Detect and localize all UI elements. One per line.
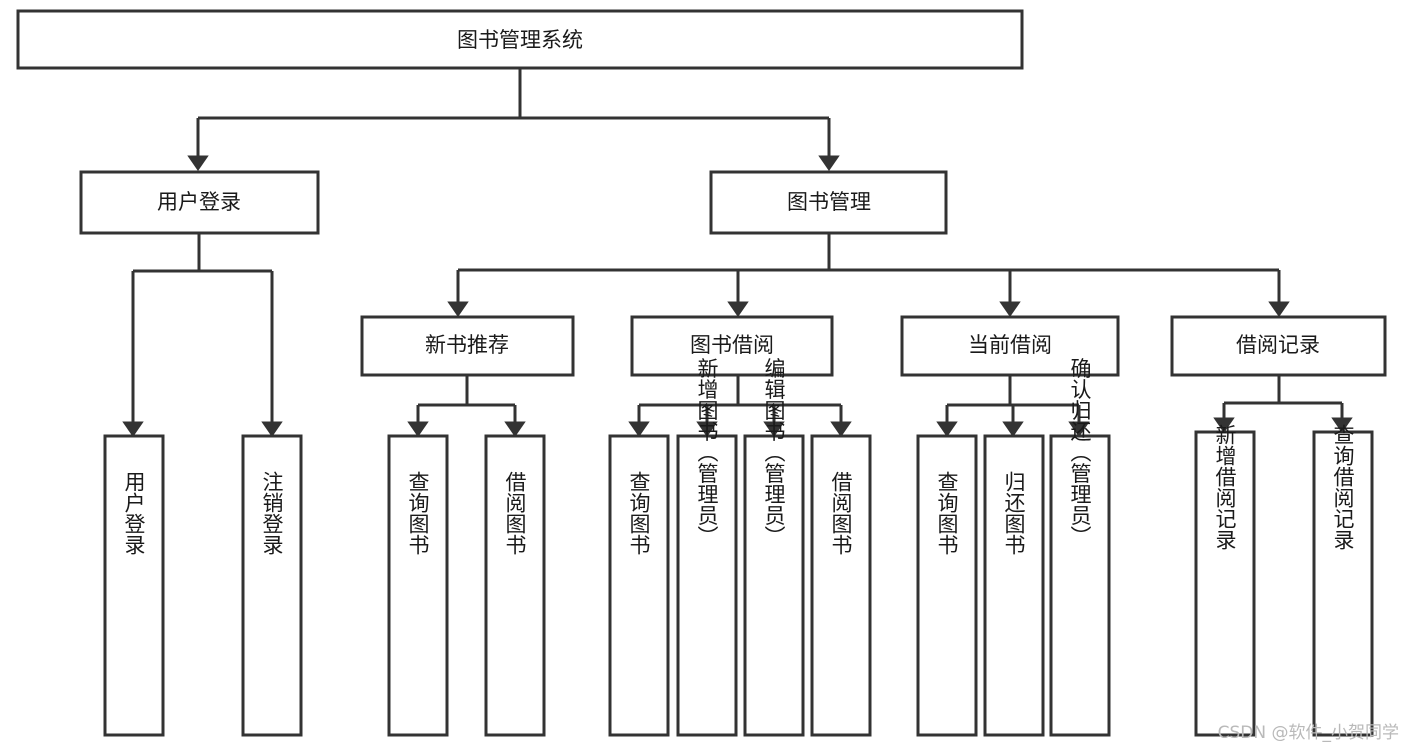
node-current-borrow-box[interactable] (900, 315, 1120, 377)
node-borrow-record-label: 借阅记录 (1236, 333, 1320, 357)
leaf-add-book-label: 新增图书（管理员） (695, 358, 719, 547)
node-root-box[interactable] (16, 9, 1024, 70)
node-book-manage-label: 图书管理 (787, 190, 871, 214)
leaf-add-record-box[interactable] (1194, 430, 1256, 737)
leaf-return-book-label: 归还图书 (1002, 471, 1026, 555)
node-new-book-recommend[interactable]: 新书推荐 (360, 315, 575, 377)
node-user-login-box[interactable] (79, 170, 320, 235)
node-borrow-record-box[interactable] (1170, 315, 1387, 377)
node-book-manage-box[interactable] (709, 170, 948, 235)
leaf-borrow-book-2[interactable]: 借阅图书 (810, 434, 872, 737)
node-book-manage[interactable]: 图书管理 (709, 170, 948, 235)
leaf-query-book-1-box[interactable] (387, 434, 449, 737)
leaf-confirm-return-label: 确认归还（管理员） (1068, 358, 1092, 547)
leaf-borrow-book-1-box[interactable] (484, 434, 546, 737)
node-book-borrow[interactable]: 图书借阅 (630, 315, 834, 377)
leaf-add-book[interactable]: 新增图书（管理员） (676, 358, 738, 737)
leaf-user-login-box[interactable] (103, 434, 165, 737)
leaf-logout-login-label: 注销登录 (260, 471, 284, 555)
leaf-query-book-1-label: 查询图书 (406, 471, 430, 555)
leaf-logout-login[interactable]: 注销登录 (241, 434, 303, 737)
leaf-confirm-return[interactable]: 确认归还（管理员） (1049, 358, 1111, 737)
node-book-borrow-label: 图书借阅 (690, 333, 774, 357)
node-current-borrow[interactable]: 当前借阅 (900, 315, 1120, 377)
leaf-query-book-3[interactable]: 查询图书 (916, 434, 978, 737)
node-current-borrow-label: 当前借阅 (968, 333, 1052, 357)
node-book-borrow-box[interactable] (630, 315, 834, 377)
node-borrow-record[interactable]: 借阅记录 (1170, 315, 1387, 377)
leaf-add-book-box[interactable] (676, 434, 738, 737)
leaf-edit-book-label: 编辑图书（管理员） (762, 358, 786, 547)
node-user-login[interactable]: 用户登录 (79, 170, 320, 235)
leaf-query-book-2[interactable]: 查询图书 (608, 434, 670, 737)
leaf-return-book-box[interactable] (983, 434, 1045, 737)
leaf-edit-book[interactable]: 编辑图书（管理员） (743, 358, 805, 737)
leaf-query-book-3-box[interactable] (916, 434, 978, 737)
leaf-query-book-2-box[interactable] (608, 434, 670, 737)
leaf-add-record-label: 新增借阅记录 (1213, 424, 1237, 550)
leaf-query-record-label: 查询借阅记录 (1331, 424, 1355, 550)
leaf-user-login[interactable]: 用户登录 (103, 434, 165, 737)
node-root-label: 图书管理系统 (457, 28, 583, 52)
leaf-borrow-book-2-box[interactable] (810, 434, 872, 737)
leaf-add-record[interactable]: 新增借阅记录 (1194, 424, 1256, 737)
leaf-borrow-book-2-label: 借阅图书 (829, 471, 853, 555)
leaf-query-book-2-label: 查询图书 (627, 471, 651, 555)
node-root[interactable]: 图书管理系统 (16, 9, 1024, 70)
leaf-return-book[interactable]: 归还图书 (983, 434, 1045, 737)
leaf-borrow-book-1-label: 借阅图书 (503, 471, 527, 555)
node-new-book-recommend-label: 新书推荐 (425, 333, 509, 357)
leaf-query-book-1[interactable]: 查询图书 (387, 434, 449, 737)
leaf-borrow-book-1[interactable]: 借阅图书 (484, 434, 546, 737)
leaf-query-book-3-label: 查询图书 (935, 471, 959, 555)
leaf-query-record-box[interactable] (1312, 430, 1374, 737)
leaf-confirm-return-box[interactable] (1049, 434, 1111, 737)
edges-group (122, 68, 1353, 437)
node-new-book-recommend-box[interactable] (360, 315, 575, 377)
leaf-query-record[interactable]: 查询借阅记录 (1312, 424, 1374, 737)
leaf-user-login-label: 用户登录 (122, 471, 146, 555)
node-user-login-label: 用户登录 (157, 190, 241, 214)
leaf-edit-book-box[interactable] (743, 434, 805, 737)
csdn-watermark: CSDN @软件_小贺同学 (1217, 723, 1399, 743)
leaf-logout-login-box[interactable] (241, 434, 303, 737)
